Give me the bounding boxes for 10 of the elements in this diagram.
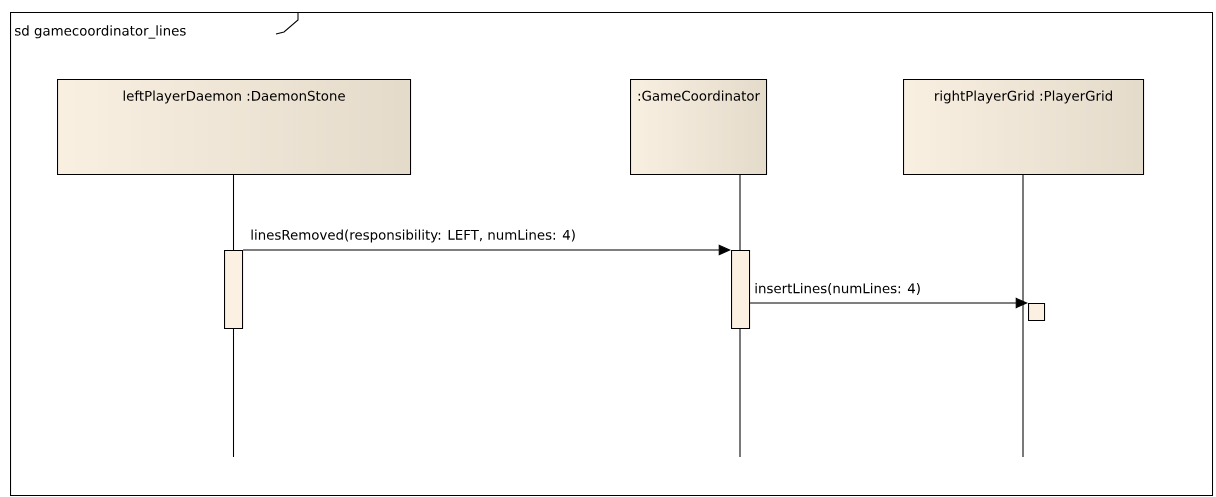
activation-bar: [224, 250, 244, 330]
lifeline-box: leftPlayerDaemon :DaemonStone: [57, 79, 412, 176]
lifeline-box: rightPlayerGrid :PlayerGrid: [903, 79, 1145, 176]
activation-bar: [1028, 303, 1046, 322]
message-label: insertLines(numLines: 4): [752, 281, 923, 297]
frame-title: sd gamecoordinator_lines: [15, 25, 186, 39]
message-arrow: [749, 297, 1028, 309]
activation-bar: [731, 250, 751, 330]
lifeline-box: :GameCoordinator: [630, 79, 768, 176]
message-arrow: [242, 244, 731, 256]
